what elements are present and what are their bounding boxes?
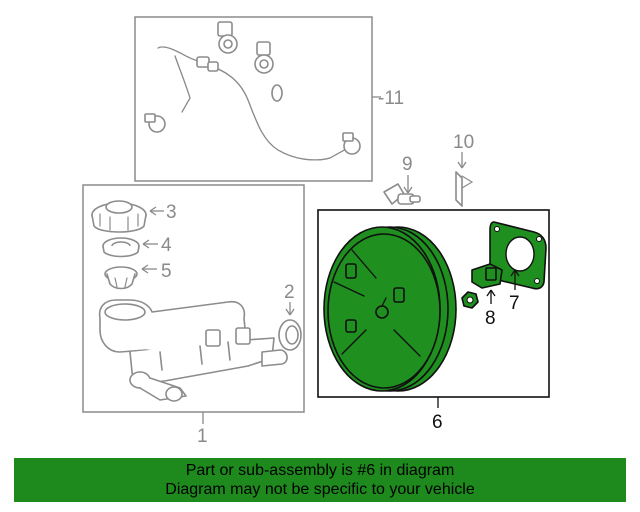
check-valve-9[interactable]: 9: [383, 154, 421, 205]
banner-line-2: Diagram may not be specific to your vehi…: [165, 481, 475, 498]
callout-3: 3: [166, 202, 177, 223]
hose-assembly-box: [134, 16, 373, 182]
callout-10: 10: [453, 132, 474, 153]
reservoir-filter: [102, 237, 140, 258]
callout-9: 9: [402, 154, 413, 175]
booster-studs: [345, 263, 405, 333]
booster-fitting: [461, 263, 503, 309]
hose-clamp-right: [342, 132, 361, 155]
callout-6: 6: [432, 412, 443, 433]
callout-7: 7: [509, 293, 520, 314]
seal: [278, 319, 302, 351]
callout-8: 8: [485, 308, 496, 329]
callout-1: 1: [197, 426, 208, 447]
reservoir-strainer: [104, 266, 138, 290]
master-cylinder-body: [98, 299, 288, 402]
brake-booster: [323, 226, 457, 392]
booster-gasket: [489, 221, 547, 290]
highlight-banner: Part or sub-assembly is #6 in diagram Di…: [14, 458, 626, 502]
hose-assembly-group[interactable]: -11: [134, 16, 404, 182]
callout-4: 4: [161, 235, 172, 256]
master-cylinder-group[interactable]: 3 4 5: [82, 184, 305, 447]
brake-booster-group[interactable]: 7 8 6: [317, 209, 550, 433]
callout-5: 5: [161, 261, 172, 282]
o-ring: [271, 84, 283, 102]
parts-diagram: -11 3 4: [82, 16, 550, 447]
banner-line-1: Part or sub-assembly is #6 in diagram: [185, 462, 455, 479]
clip-10[interactable]: 10: [453, 132, 474, 207]
hose-clamp-top-right: [254, 41, 274, 74]
hose-clamp-left: [144, 113, 166, 133]
callout-11: -11: [378, 88, 404, 109]
callout-2: 2: [284, 282, 295, 303]
hose-clamp-top-left: [217, 21, 238, 54]
reservoir-cap: [91, 200, 147, 233]
